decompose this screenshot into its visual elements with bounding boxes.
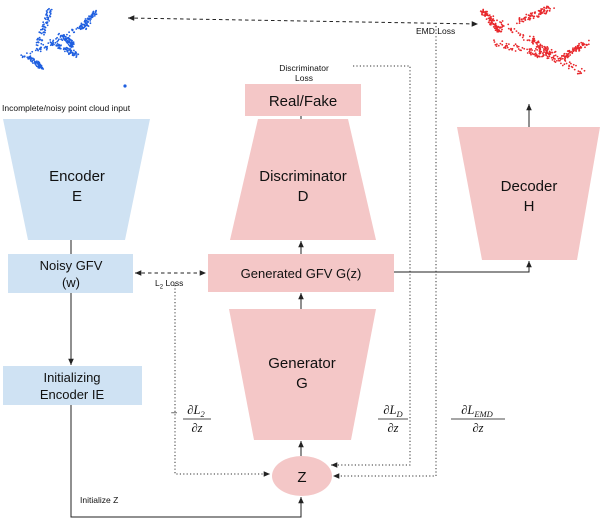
z-node bbox=[272, 456, 332, 496]
real-fake-block bbox=[245, 84, 361, 116]
svg-text:∂L2: ∂L2 bbox=[187, 403, 205, 419]
generator-symbol: G bbox=[296, 375, 308, 392]
discriminator-loss-line1: Discriminator bbox=[279, 63, 329, 73]
z-node-label: Z bbox=[297, 469, 306, 486]
real-fake-label: Real/Fake bbox=[269, 93, 337, 110]
discriminator-block bbox=[230, 119, 376, 240]
decoder-block bbox=[457, 127, 600, 260]
svg-text:∂LD: ∂LD bbox=[383, 403, 403, 419]
encoder-symbol: E bbox=[72, 188, 82, 205]
encoder-block bbox=[3, 119, 150, 240]
initializing-encoder-block bbox=[3, 366, 142, 405]
output-point-cloud-image bbox=[479, 5, 590, 75]
emd-loss-label: EMD Loss bbox=[416, 26, 455, 36]
svg-text:∂LEMD: ∂LEMD bbox=[461, 403, 493, 419]
encoder-title: Encoder bbox=[49, 168, 105, 185]
svg-text:∂z: ∂z bbox=[472, 421, 483, 435]
l2-gradient-path bbox=[174, 285, 270, 477]
svg-text:∂z: ∂z bbox=[191, 421, 202, 435]
emd-loss-arrow bbox=[127, 15, 479, 27]
noisy-gfv-symbol: (w) bbox=[62, 275, 80, 290]
input-point-cloud-image bbox=[20, 7, 127, 88]
decoder-symbol: H bbox=[524, 198, 535, 215]
discriminator-symbol: D bbox=[298, 188, 309, 205]
l2-loss-label: L2 Loss bbox=[155, 278, 183, 291]
discriminator-gradient-fraction: ∂LD ∂z bbox=[378, 403, 408, 435]
initialize-z-arrow bbox=[70, 405, 304, 518]
initialize-z-label: Initialize Z bbox=[80, 495, 118, 505]
emd-gradient-fraction: ∂LEMD ∂z bbox=[451, 403, 505, 435]
noisy-gfv-title: Noisy GFV bbox=[40, 258, 103, 273]
generator-title: Generator bbox=[268, 355, 336, 372]
decoder-title: Decoder bbox=[501, 178, 558, 195]
gfv-to-decoder-arrow bbox=[394, 261, 532, 273]
generated-gfv-label: Generated GFV G(z) bbox=[241, 266, 362, 281]
emd-gradient-path bbox=[333, 26, 437, 479]
l2-gradient-fraction: − ∂L2 ∂z bbox=[170, 403, 211, 435]
noisy-gfv-block bbox=[8, 254, 133, 293]
generator-block bbox=[229, 309, 376, 440]
discriminator-loss-line2: Loss bbox=[295, 73, 313, 83]
svg-text:∂z: ∂z bbox=[387, 421, 398, 435]
init-encoder-line1: Initializing bbox=[43, 370, 100, 385]
discriminator-title: Discriminator bbox=[259, 168, 347, 185]
svg-text:−: − bbox=[170, 406, 178, 420]
init-encoder-line2: Encoder IE bbox=[40, 387, 105, 402]
input-caption: Incomplete/noisy point cloud input bbox=[2, 103, 131, 113]
generated-gfv-block bbox=[208, 254, 394, 292]
